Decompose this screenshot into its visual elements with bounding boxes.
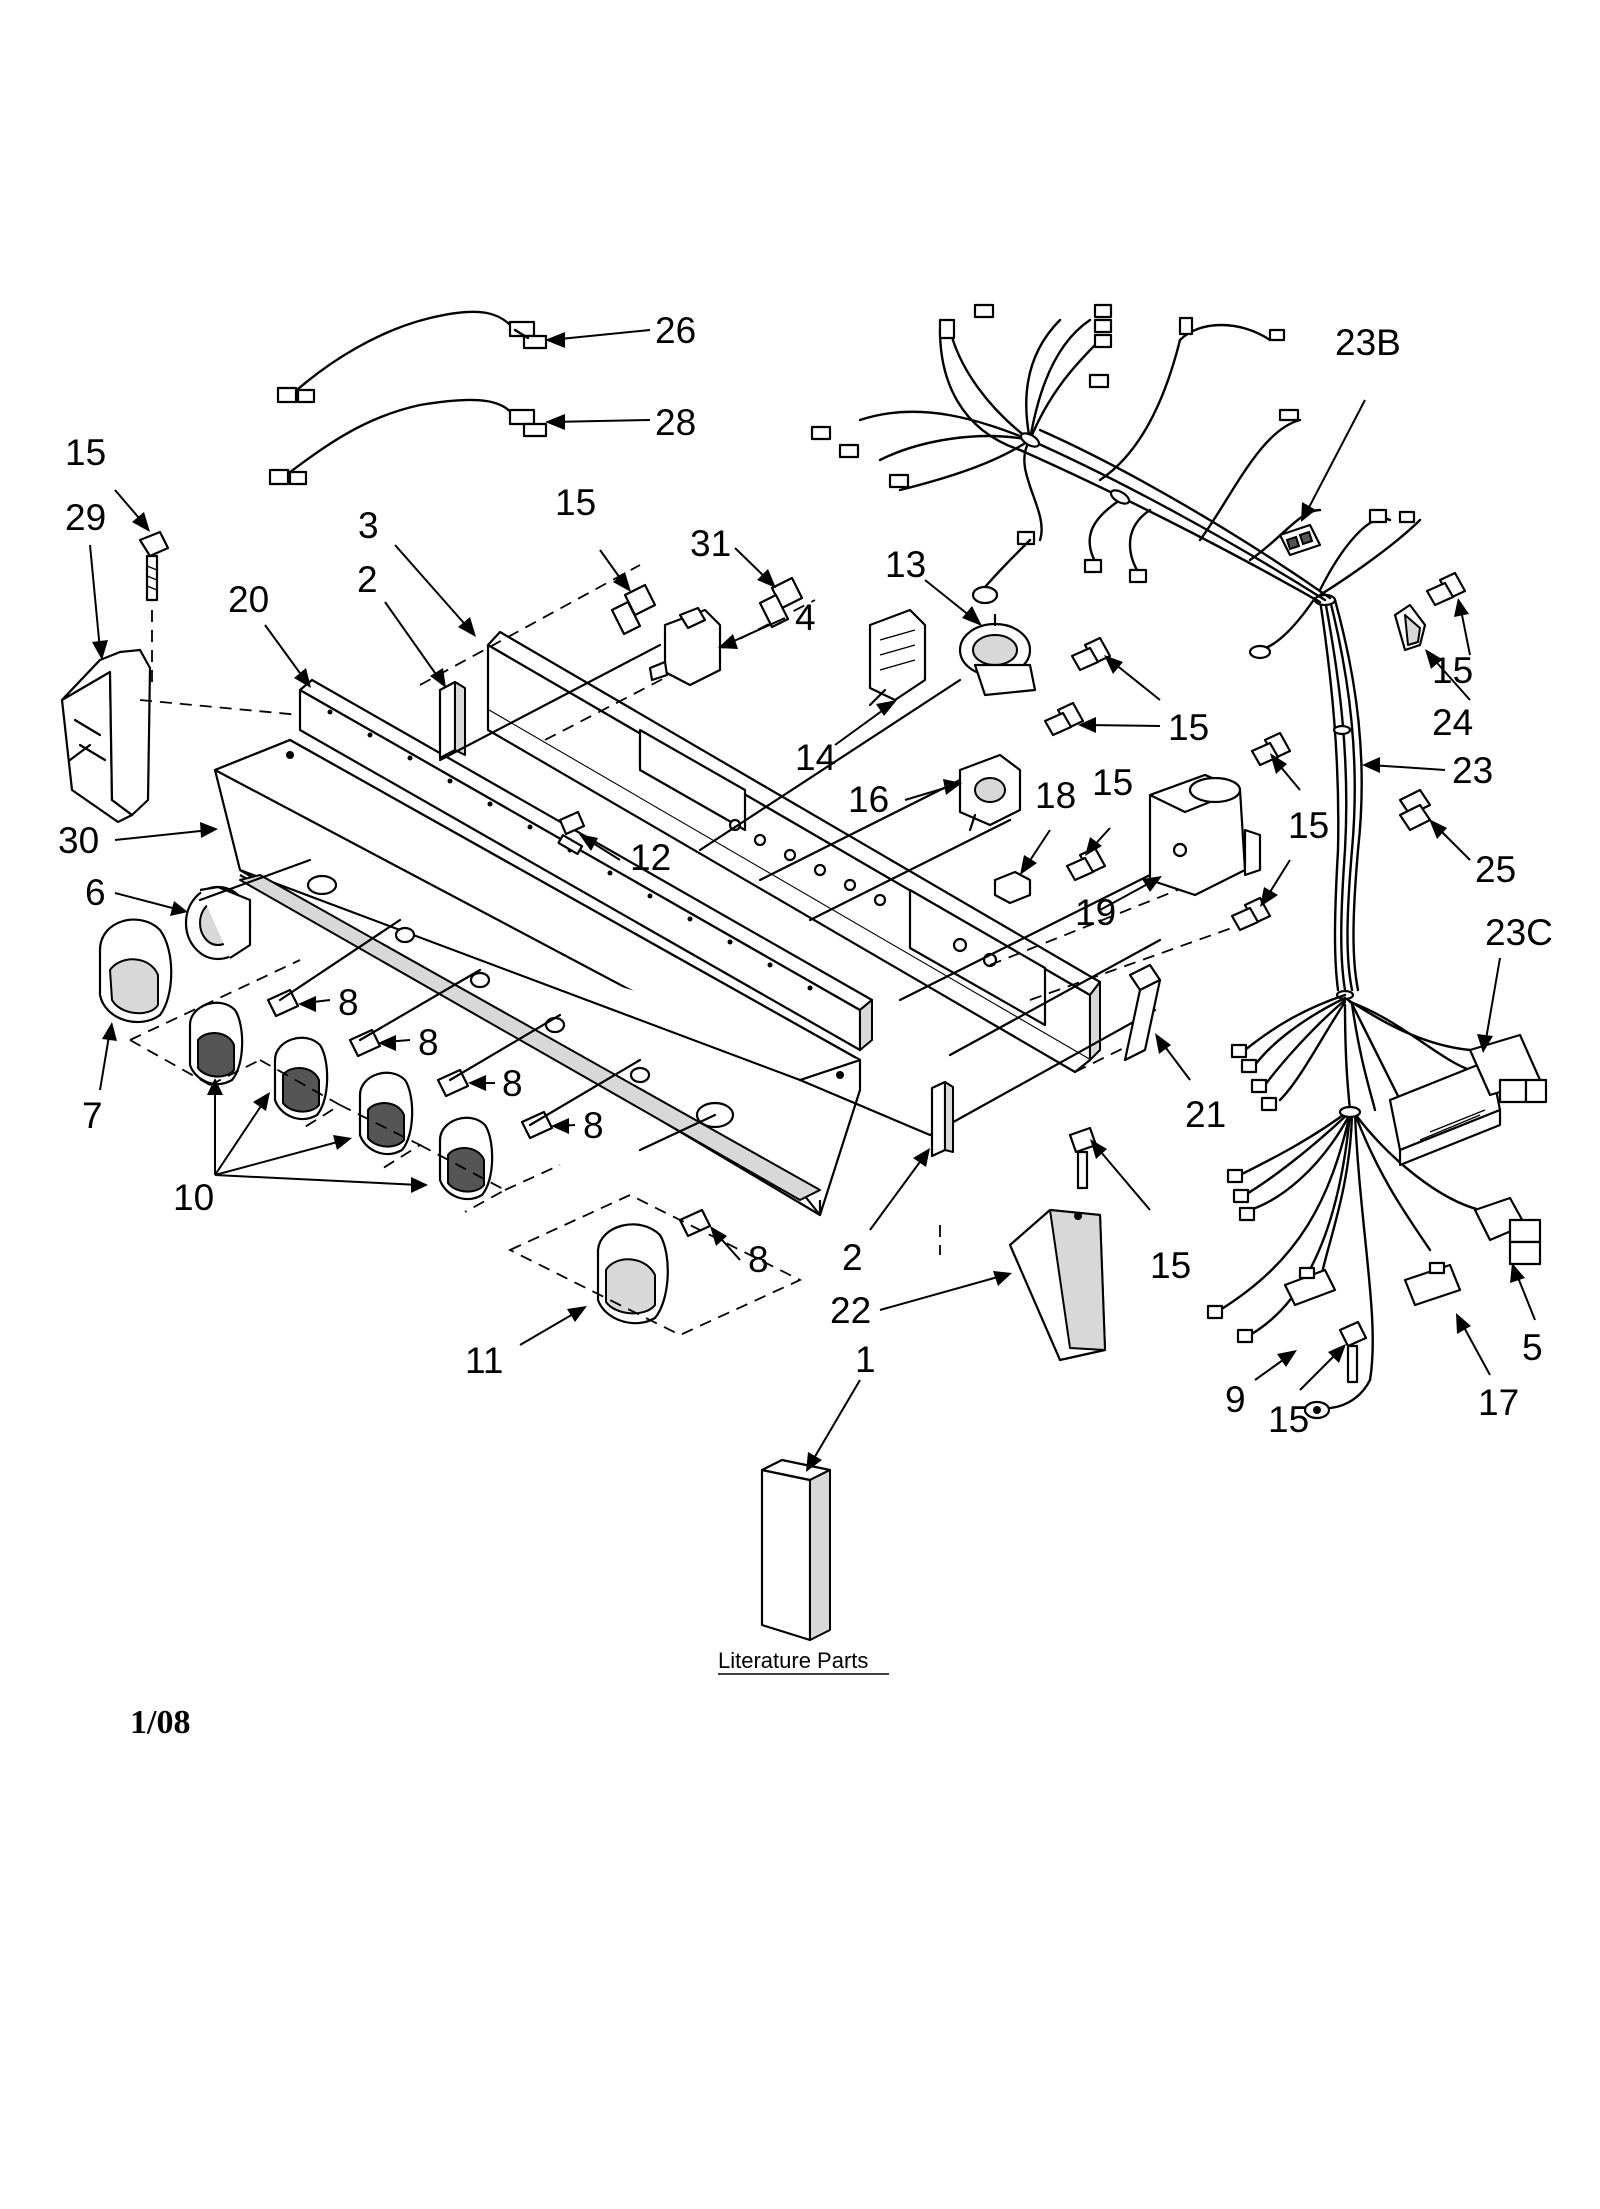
callout-22: 22 bbox=[830, 1290, 871, 1331]
knob-10-c bbox=[358, 1071, 414, 1156]
callout-23b: 23B bbox=[1335, 322, 1401, 363]
wire-harness-23 bbox=[1313, 593, 1363, 1001]
callout-8: 8 bbox=[338, 982, 359, 1023]
callout-15: 15 bbox=[1092, 762, 1133, 803]
callout-15: 15 bbox=[1268, 1399, 1309, 1440]
spacer-2-bottom bbox=[930, 1080, 954, 1158]
spacer-2-top bbox=[438, 680, 466, 760]
knob-7 bbox=[98, 918, 173, 1024]
wire-lead-28 bbox=[268, 398, 548, 486]
knob-10-d bbox=[438, 1116, 494, 1201]
strip-20 bbox=[298, 678, 874, 1052]
insert-8-d bbox=[520, 1110, 554, 1140]
leader-lines bbox=[89, 329, 1536, 1472]
screw-15-right-6 bbox=[1425, 571, 1467, 607]
callout-26: 26 bbox=[655, 310, 696, 351]
console-panel-30 bbox=[213, 738, 862, 1217]
callout-16: 16 bbox=[848, 779, 889, 820]
callout-12: 12 bbox=[630, 837, 671, 878]
callout-7: 7 bbox=[82, 1095, 103, 1136]
callout-8: 8 bbox=[748, 1239, 769, 1280]
callout-8: 8 bbox=[418, 1022, 439, 1063]
callout-29: 29 bbox=[65, 497, 106, 538]
callout-23c: 23C bbox=[1485, 912, 1553, 953]
screw-15-ground bbox=[1338, 1320, 1368, 1384]
wire-harness-23c-lower bbox=[1206, 993, 1548, 1420]
callout-19: 19 bbox=[1075, 892, 1116, 933]
callout-21: 21 bbox=[1185, 1094, 1226, 1135]
callout-2: 2 bbox=[842, 1237, 863, 1278]
switch-13 bbox=[958, 613, 1037, 697]
wire-harness-23b-top bbox=[810, 303, 1422, 660]
callout-20: 20 bbox=[228, 579, 269, 620]
callout-15: 15 bbox=[65, 432, 106, 473]
insert-8-c bbox=[436, 1068, 470, 1098]
switch-14 bbox=[868, 608, 927, 707]
clip-21 bbox=[1123, 963, 1162, 1062]
screw-15-right-4 bbox=[1250, 731, 1292, 767]
callout-14: 14 bbox=[795, 737, 836, 778]
callout-8: 8 bbox=[502, 1063, 523, 1104]
cover-22 bbox=[1008, 1208, 1107, 1362]
literature-booklet bbox=[760, 1458, 832, 1642]
callout-5: 5 bbox=[1522, 1327, 1543, 1368]
callout-15: 15 bbox=[1168, 707, 1209, 748]
callout-15: 15 bbox=[555, 482, 596, 523]
callout-8: 8 bbox=[583, 1105, 604, 1146]
clip-18 bbox=[993, 870, 1032, 905]
knob-assembly-outline-7 bbox=[129, 959, 301, 1041]
callout-2: 2 bbox=[357, 559, 378, 600]
callout-31: 31 bbox=[690, 523, 731, 564]
callout-30: 30 bbox=[58, 820, 99, 861]
callout-18: 18 bbox=[1035, 775, 1076, 816]
knob-assembly-outline-11 bbox=[507, 1194, 803, 1336]
callout-3: 3 bbox=[358, 505, 379, 546]
literature-parts-label: Literature Parts bbox=[718, 1648, 868, 1673]
callout-1: 1 bbox=[855, 1339, 876, 1380]
knob-10-a bbox=[188, 1001, 244, 1086]
clip-25 bbox=[1398, 788, 1432, 832]
switch-4 bbox=[648, 606, 722, 687]
clip-24 bbox=[1393, 603, 1427, 652]
date-code: 1/08 bbox=[130, 1704, 190, 1741]
callout-25: 25 bbox=[1475, 849, 1516, 890]
insert-8-b bbox=[348, 1028, 382, 1058]
callout-13: 13 bbox=[885, 544, 926, 585]
callout-labels: 26 28 23B 15 29 15 3 31 13 2 20 4 15 24 … bbox=[58, 310, 1553, 1440]
insert-8-a bbox=[266, 988, 300, 1018]
callout-15: 15 bbox=[1150, 1245, 1191, 1286]
callout-9: 9 bbox=[1225, 1379, 1246, 1420]
screw-15-top-left bbox=[138, 530, 170, 602]
bracket-29 bbox=[60, 648, 152, 824]
screw-15-right-2 bbox=[1043, 701, 1085, 737]
callout-6: 6 bbox=[85, 872, 106, 913]
callout-15: 15 bbox=[1432, 650, 1473, 691]
callout-24: 24 bbox=[1432, 702, 1473, 743]
knob-11 bbox=[596, 1223, 669, 1325]
timer-19 bbox=[1148, 773, 1262, 897]
callout-11: 11 bbox=[465, 1340, 503, 1381]
screw-15-panel bbox=[610, 583, 657, 636]
screw-15-right-1 bbox=[1070, 636, 1112, 672]
bezel-6 bbox=[184, 885, 252, 961]
screw-15-right-5 bbox=[1230, 896, 1272, 932]
callout-10: 10 bbox=[173, 1177, 214, 1218]
callout-4: 4 bbox=[795, 597, 816, 638]
screw-15-cover bbox=[1068, 1126, 1098, 1190]
wire-lead-26 bbox=[276, 310, 548, 404]
panel-3 bbox=[486, 630, 1102, 1074]
insert-8-e bbox=[678, 1208, 712, 1238]
screw-12 bbox=[557, 810, 586, 856]
switch-16 bbox=[958, 753, 1022, 832]
knob-10-b bbox=[273, 1036, 329, 1121]
callout-15: 15 bbox=[1288, 805, 1329, 846]
callout-23: 23 bbox=[1452, 750, 1493, 791]
callout-28: 28 bbox=[655, 402, 696, 443]
callout-17: 17 bbox=[1478, 1382, 1519, 1423]
